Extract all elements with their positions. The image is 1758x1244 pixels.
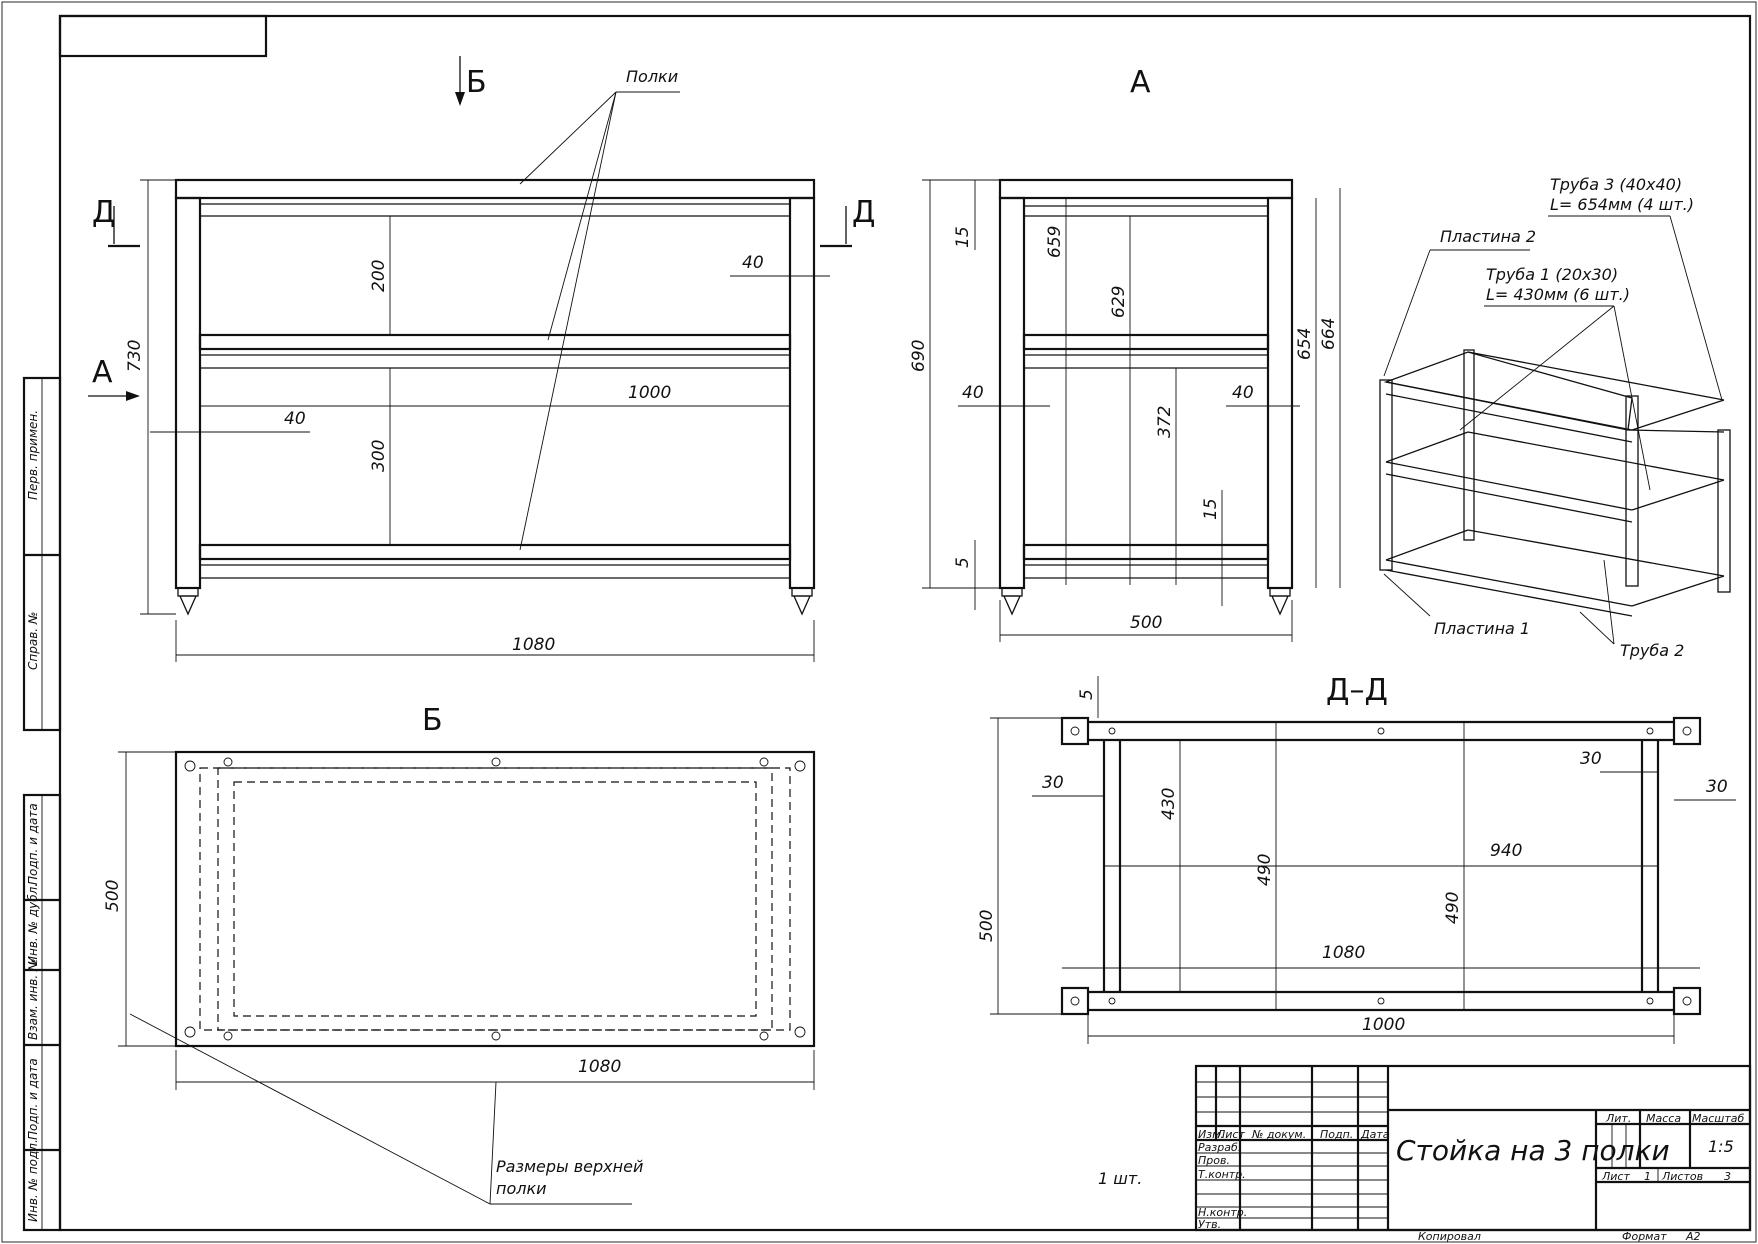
tb-prov: Пров.	[1198, 1154, 1230, 1167]
dim-side-664: 664	[1319, 318, 1339, 350]
front-view-label: Б	[466, 65, 487, 100]
callout-plate2: Пластина 2	[1440, 227, 1536, 246]
tb-lit: Лит.	[1605, 1112, 1631, 1125]
stamp-perv: Перв. примен.	[26, 410, 40, 500]
dim-section-1000: 1000	[1362, 1015, 1405, 1035]
callout-tube1-b: L= 430мм (6 шт.)	[1486, 285, 1630, 304]
quantity-note: 1 шт.	[1098, 1169, 1142, 1188]
dim-side-40b: 40	[1232, 383, 1254, 403]
dim-top-1080: 1080	[578, 1057, 621, 1077]
dim-side-500: 500	[1130, 613, 1162, 633]
tb-col-podp: Подп.	[1320, 1128, 1353, 1141]
section-view: Д–Д 940 1080 1000 500 430 49	[977, 673, 1736, 1044]
dim-section-5: 5	[1077, 689, 1097, 700]
dim-front-40b: 40	[742, 253, 764, 273]
callout-shelves: Полки	[626, 67, 678, 86]
dim-section-490a: 490	[1255, 854, 1275, 886]
tb-col-izm: Изм.	[1198, 1128, 1224, 1141]
side-stamp: Перв. примен. Справ. № Подп. и дата Инв.…	[22, 376, 62, 1232]
top-view-label: Б	[422, 703, 443, 738]
dim-section-30a: 30	[1042, 773, 1064, 793]
tb-sheets: 3	[1724, 1170, 1731, 1183]
callout-top-shelf-a: Размеры верхней	[496, 1157, 643, 1176]
dim-front-730: 730	[125, 340, 145, 372]
tb-razrab: Разраб.	[1198, 1141, 1241, 1154]
dim-side-5: 5	[953, 557, 973, 568]
dim-side-15a: 15	[953, 226, 973, 248]
dim-side-629: 629	[1109, 286, 1129, 318]
stamp-vzam: Взам. инв. №	[26, 959, 40, 1040]
dim-side-690: 690	[909, 340, 929, 372]
stamp-podp2: Подп. и дата	[26, 1058, 40, 1140]
stamp-podp1: Подп. и дата	[26, 803, 40, 885]
dim-side-15b: 15	[1201, 498, 1221, 520]
dim-top-500: 500	[103, 880, 123, 912]
top-view: Б 500 1080 Размеры верхней полки	[103, 703, 816, 1205]
stamp-sprav: Справ. №	[26, 612, 40, 670]
tb-masshtab: Масштаб	[1692, 1112, 1744, 1125]
tb-col-doc: № докум.	[1251, 1128, 1306, 1141]
dim-section-490b: 490	[1443, 892, 1463, 924]
stamp-inv-dubl: Инв. № дубл.	[26, 883, 40, 965]
tb-sheet-label: Лист	[1601, 1170, 1630, 1183]
tb-massa: Масса	[1646, 1112, 1681, 1125]
dim-section-430: 430	[1159, 788, 1179, 820]
tb-tkontr: Т.контр.	[1198, 1168, 1246, 1181]
dim-section-500: 500	[977, 910, 997, 942]
dim-side-40a: 40	[962, 383, 984, 403]
tb-sheets-label: Листов	[1661, 1170, 1703, 1183]
dim-section-30b: 30	[1580, 749, 1602, 769]
isometric-view: Труба 3 (40х40) L= 654мм (4 шт.) Пластин…	[1379, 175, 1731, 660]
dim-front-200: 200	[369, 260, 389, 292]
section-view-label: Д–Д	[1326, 673, 1388, 708]
callout-plate1: Пластина 1	[1434, 619, 1530, 638]
tb-copied: Копировал	[1418, 1230, 1481, 1243]
tb-format-label: Формат	[1622, 1230, 1667, 1243]
tb-sheet: 1	[1644, 1170, 1651, 1183]
dim-side-372: 372	[1155, 406, 1175, 438]
section-arrow-right: Д	[852, 195, 875, 230]
callout-tube2: Труба 2	[1620, 641, 1684, 660]
view-arrow-a: А	[92, 355, 113, 390]
tb-nkontr: Н.контр.	[1198, 1206, 1247, 1219]
dim-side-654: 654	[1295, 328, 1315, 360]
stamp-inv-podl: Инв. № подл.	[26, 1139, 40, 1222]
dim-section-940: 940	[1490, 841, 1522, 861]
dim-section-1080: 1080	[1322, 943, 1365, 963]
tb-col-data: Дата	[1360, 1128, 1390, 1141]
top-left-box	[58, 14, 268, 58]
tb-col-list: Лист	[1216, 1128, 1245, 1141]
dim-front-1000: 1000	[628, 383, 671, 403]
callout-tube3-a: Труба 3 (40х40)	[1550, 175, 1682, 194]
front-view: Б 1080 730 200 300 1	[88, 56, 875, 662]
tb-scale: 1:5	[1708, 1137, 1734, 1156]
dim-front-40a: 40	[284, 409, 306, 429]
section-arrow-left: Д	[92, 195, 115, 230]
tb-utv: Утв.	[1198, 1218, 1221, 1231]
callout-top-shelf-b: полки	[496, 1179, 547, 1198]
dim-section-30c: 30	[1706, 777, 1728, 797]
title-block: Стойка на 3 полки Изм. Лист № докум. Под…	[1194, 1064, 1752, 1243]
side-view: А 500 690 15 659 629 654 664	[909, 65, 1341, 642]
dim-front-300: 300	[369, 440, 389, 472]
callout-tube3-b: L= 654мм (4 шт.)	[1550, 195, 1694, 214]
drawing-title: Стойка на 3 полки	[1396, 1134, 1670, 1167]
tb-format: А2	[1685, 1230, 1701, 1243]
dim-side-659: 659	[1045, 226, 1065, 258]
side-view-label: А	[1130, 65, 1151, 100]
callout-tube1-a: Труба 1 (20х30)	[1486, 265, 1618, 284]
dim-front-1080: 1080	[512, 635, 555, 655]
